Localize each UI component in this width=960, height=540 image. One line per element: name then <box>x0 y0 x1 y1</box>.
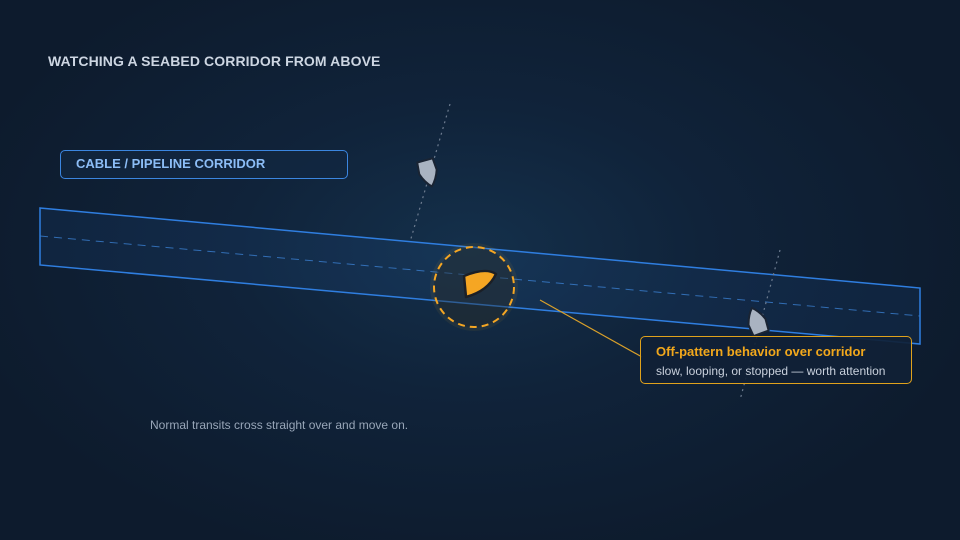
transit-track-2 <box>739 249 781 401</box>
page-title: WATCHING A SEABED CORRIDOR FROM ABOVE <box>48 53 381 69</box>
suspicious-vessel-icon <box>462 269 498 299</box>
normal-vessel-icon <box>747 306 770 338</box>
footnote: Normal transits cross straight over and … <box>150 418 409 432</box>
callout-subtitle: slow, looping, or stopped — worth attent… <box>656 364 886 378</box>
callout-box: Off-pattern behavior over corridor slow,… <box>640 336 912 384</box>
callout-leader-line <box>539 299 643 358</box>
callout-title: Off-pattern behavior over corridor <box>656 344 866 359</box>
corridor-label: CABLE / PIPELINE CORRIDOR <box>60 150 348 179</box>
normal-vessel-icon <box>416 157 438 188</box>
